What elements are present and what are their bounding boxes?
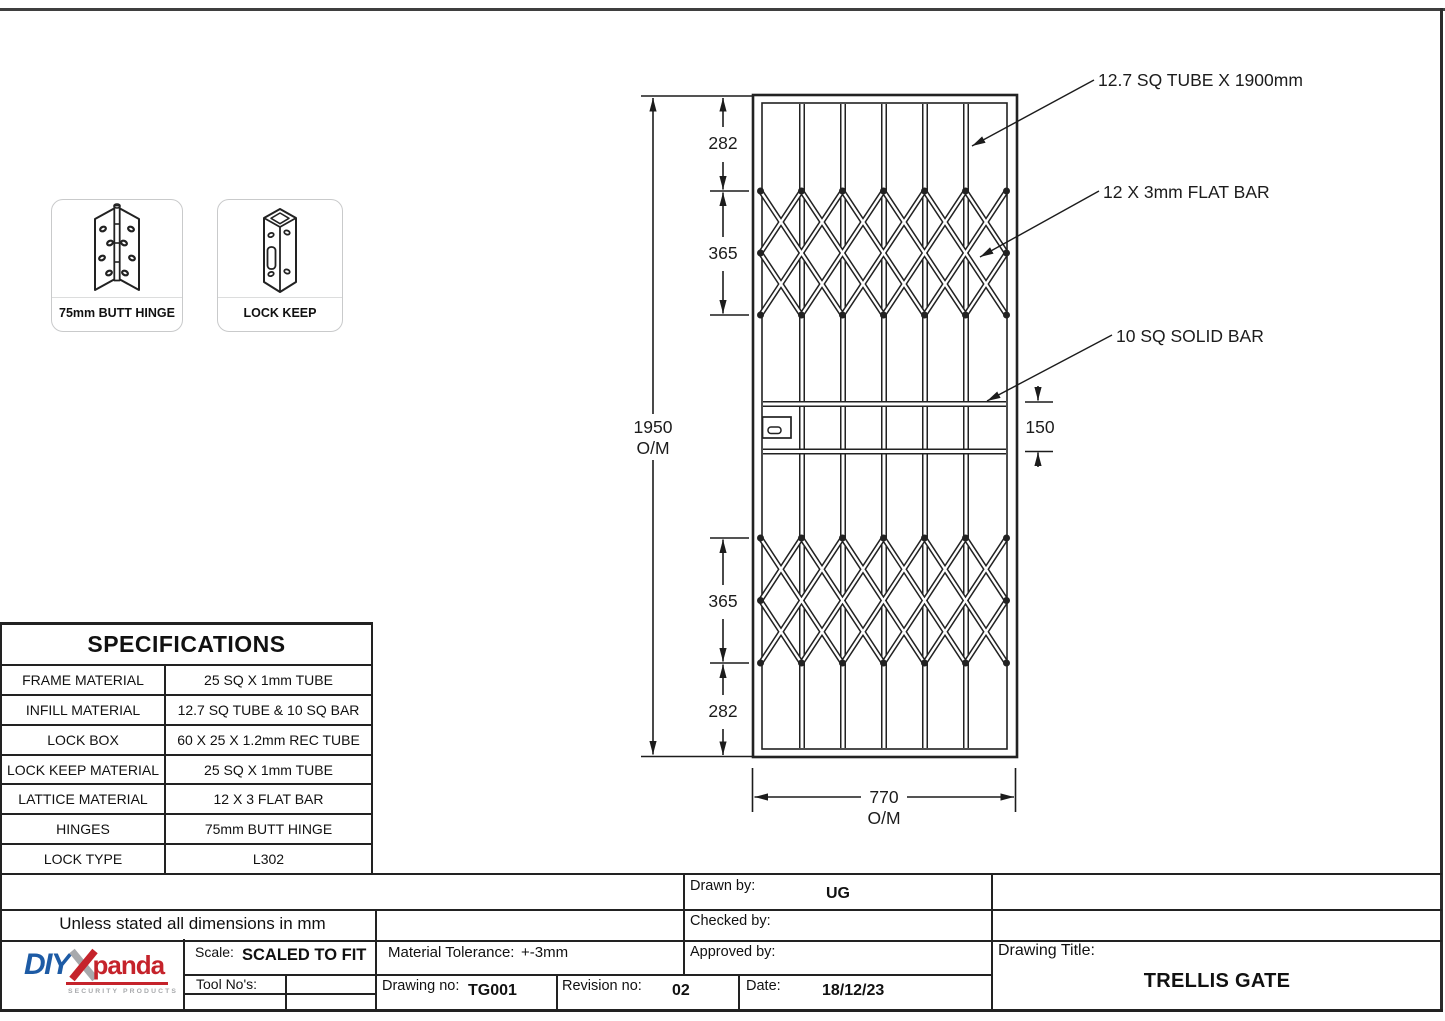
grid-line [184, 993, 376, 995]
lock-keep-icon [218, 200, 342, 298]
material-tolerance-label: Material Tolerance: [388, 944, 515, 961]
butt-hinge-icon [52, 200, 182, 298]
vertical-tubes [799, 104, 969, 748]
spec-label: LOCK KEEP MATERIAL [2, 755, 166, 784]
grid-line [184, 974, 992, 976]
grid-line [0, 873, 2, 1011]
grid-line [991, 873, 993, 1011]
spec-label: HINGES [2, 815, 166, 844]
lock-box [761, 416, 792, 439]
callout-leaders [971, 79, 1113, 402]
spec-row-infill-material: INFILL MATERIAL 12.7 SQ TUBE & 10 SQ BAR [2, 695, 371, 726]
lattice-bars [757, 187, 1011, 667]
grid-line [0, 873, 1442, 875]
solid-bars [763, 401, 1006, 455]
specifications-table: SPECIFICATIONS FRAME MATERIAL 25 SQ X 1m… [0, 622, 373, 875]
spec-value: 75mm BUTT HINGE [204, 821, 333, 838]
dim-lower-lattice: 365 [708, 591, 737, 611]
spec-label: LOCK BOX [2, 725, 166, 754]
spec-row-lock-type: LOCK TYPE L302 [2, 845, 371, 874]
butt-hinge-card: 75mm BUTT HINGE [51, 199, 183, 332]
page-border-right [1440, 8, 1443, 1011]
date-value: 18/12/23 [822, 982, 885, 999]
logo-diy-text: DIY [24, 948, 71, 981]
dimensions-note: Unless stated all dimensions in mm [59, 914, 326, 933]
diyxpanda-logo: DIY panda SECURITY PRODUCTS [24, 947, 184, 1007]
page-border-top [0, 8, 1445, 11]
grid-line [556, 974, 558, 1011]
material-tolerance-value: +-3mm [521, 944, 569, 961]
scale-label: Scale: [195, 944, 234, 960]
drawing-no-label: Drawing no: [382, 978, 460, 994]
spec-value: 25 SQ X 1mm TUBE [204, 761, 333, 778]
lattice-pivot-dots [757, 187, 1011, 667]
grid-line [683, 873, 685, 976]
dim-upper-lattice: 365 [708, 243, 737, 263]
dim-width-suffix: O/M [867, 808, 900, 828]
dim-lock-section: 150 [1025, 417, 1054, 437]
approved-by-label: Approved by: [690, 944, 776, 960]
spec-row-lattice-material: LATTICE MATERIAL 12 X 3 FLAT BAR [2, 785, 371, 816]
spec-value: 60 X 25 X 1.2mm REC TUBE [177, 731, 360, 748]
spec-row-hinges: HINGES 75mm BUTT HINGE [2, 815, 371, 846]
checked-by-label: Checked by: [690, 913, 771, 929]
grid-line [0, 1009, 1443, 1012]
spec-label: INFILL MATERIAL [2, 695, 166, 724]
date-label: Date: [746, 978, 781, 994]
spec-row-frame-material: FRAME MATERIAL 25 SQ X 1mm TUBE [2, 666, 371, 696]
gate-outer-frame [751, 93, 1019, 759]
revision-no-value: 02 [672, 982, 690, 999]
spec-label: LOCK TYPE [2, 845, 166, 874]
tool-nos-label: Tool No's: [196, 976, 258, 992]
dim-top-section: 282 [708, 133, 737, 153]
grid-line [183, 939, 185, 1011]
dim-bottom-section: 282 [708, 701, 737, 721]
spec-label: LATTICE MATERIAL [2, 785, 166, 814]
dimension-lines [649, 98, 1042, 801]
drawing-no-value: TG001 [468, 982, 517, 999]
callout-solid-bar: 10 SQ SOLID BAR [1116, 326, 1264, 346]
dim-total-height-suffix: O/M [636, 438, 669, 458]
dimension-extension-lines [641, 95, 1053, 812]
spec-value: L302 [252, 851, 285, 868]
drawn-by-value: UG [826, 885, 850, 902]
callout-sq-tube: 12.7 SQ TUBE X 1900mm [1098, 70, 1303, 90]
dim-width: 770 [869, 787, 898, 807]
spec-value: 12 X 3 FLAT BAR [213, 791, 324, 808]
spec-table-title: SPECIFICATIONS [2, 625, 371, 666]
grid-line [285, 974, 287, 1011]
revision-no-label: Revision no: [562, 978, 642, 994]
drawn-by-label: Drawn by: [690, 878, 756, 894]
grid-line [738, 974, 740, 1011]
spec-value: 25 SQ X 1mm TUBE [204, 671, 333, 688]
logo-tagline: SECURITY PRODUCTS [68, 988, 178, 995]
logo-underline [66, 982, 168, 985]
lock-keep-label: LOCK KEEP [218, 297, 342, 331]
lock-keep-card: LOCK KEEP [217, 199, 343, 332]
logo-x-icon [68, 948, 98, 982]
drawing-title-label: Drawing Title: [998, 942, 1095, 959]
spec-value: 12.7 SQ TUBE & 10 SQ BAR [177, 701, 360, 718]
callout-flat-bar: 12 X 3mm FLAT BAR [1103, 182, 1270, 202]
logo-panda-text: panda [92, 949, 166, 980]
spec-row-lock-keep-material: LOCK KEEP MATERIAL 25 SQ X 1mm TUBE [2, 755, 371, 786]
spec-row-lock-box: LOCK BOX 60 X 25 X 1.2mm REC TUBE [2, 725, 371, 756]
grid-line [0, 939, 1442, 942]
grid-line [375, 909, 377, 1011]
butt-hinge-label: 75mm BUTT HINGE [52, 297, 182, 331]
scale-value: SCALED TO FIT [242, 946, 367, 964]
dim-total-height: 1950 [634, 417, 673, 437]
grid-line [0, 909, 1442, 911]
spec-label: FRAME MATERIAL [2, 666, 166, 694]
drawing-title: TRELLIS GATE [1143, 970, 1291, 992]
